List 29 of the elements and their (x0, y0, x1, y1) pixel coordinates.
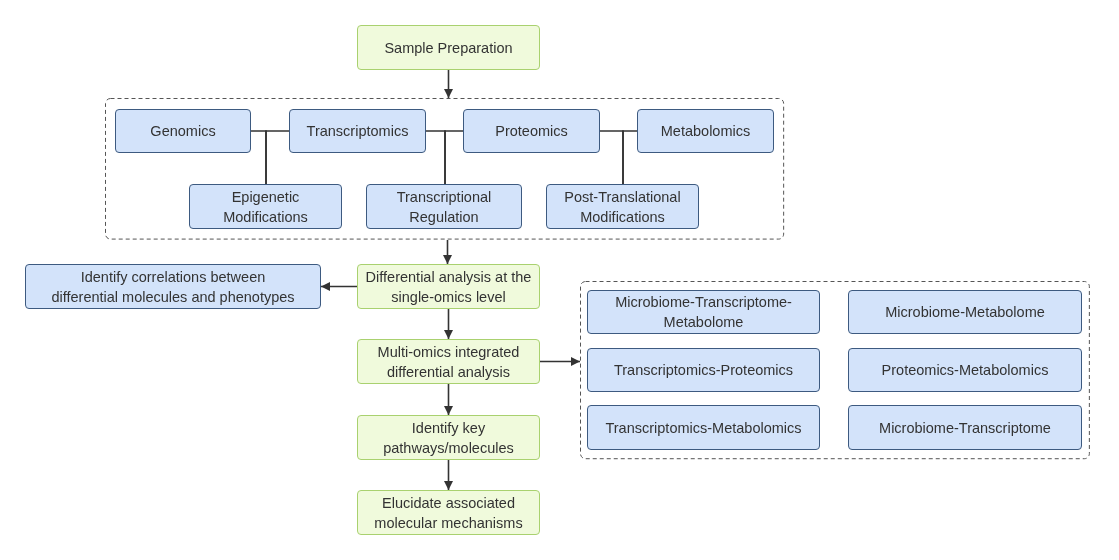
process-box: Multi-omics integrated differential analysis (357, 339, 540, 384)
process-box: Elucidate associated molecular mechanisms (357, 490, 540, 535)
arrow (443, 239, 452, 265)
arrow (444, 308, 453, 340)
label-box: Metabolomics (637, 109, 774, 153)
label-box: Proteomics (463, 109, 600, 153)
connector-line (265, 130, 290, 185)
label-box: Identify correlations between differential molecules and phenotypes (25, 264, 321, 309)
connector-line (444, 130, 464, 185)
arrow (444, 459, 453, 491)
arrow (320, 282, 358, 291)
label-box: Genomics (115, 109, 251, 153)
process-box: Identify key pathways/molecules (357, 415, 540, 460)
label-box: Microbiome-Metabolome (848, 290, 1082, 334)
label-box: Proteomics-Metabolomics (848, 348, 1082, 392)
process-box: Sample Preparation (357, 25, 540, 70)
label-box: Transcriptomics (289, 109, 426, 153)
label-box: Microbiome-Transcriptome-Metabolome (587, 290, 820, 334)
arrow (444, 69, 453, 99)
label-box: Transcriptomics-Proteomics (587, 348, 820, 392)
label-box: Transcriptomics-Metabolomics (587, 405, 820, 450)
arrow (444, 383, 453, 416)
label-box: Post-Translational Modifications (546, 184, 699, 229)
label-box: Epigenetic Modifications (189, 184, 342, 229)
label-box: Microbiome-Transcriptome (848, 405, 1082, 450)
connector-line (622, 130, 638, 185)
label-box: Transcriptional Regulation (366, 184, 522, 229)
process-box: Differential analysis at the single-omics level (357, 264, 540, 309)
arrow (539, 357, 581, 366)
